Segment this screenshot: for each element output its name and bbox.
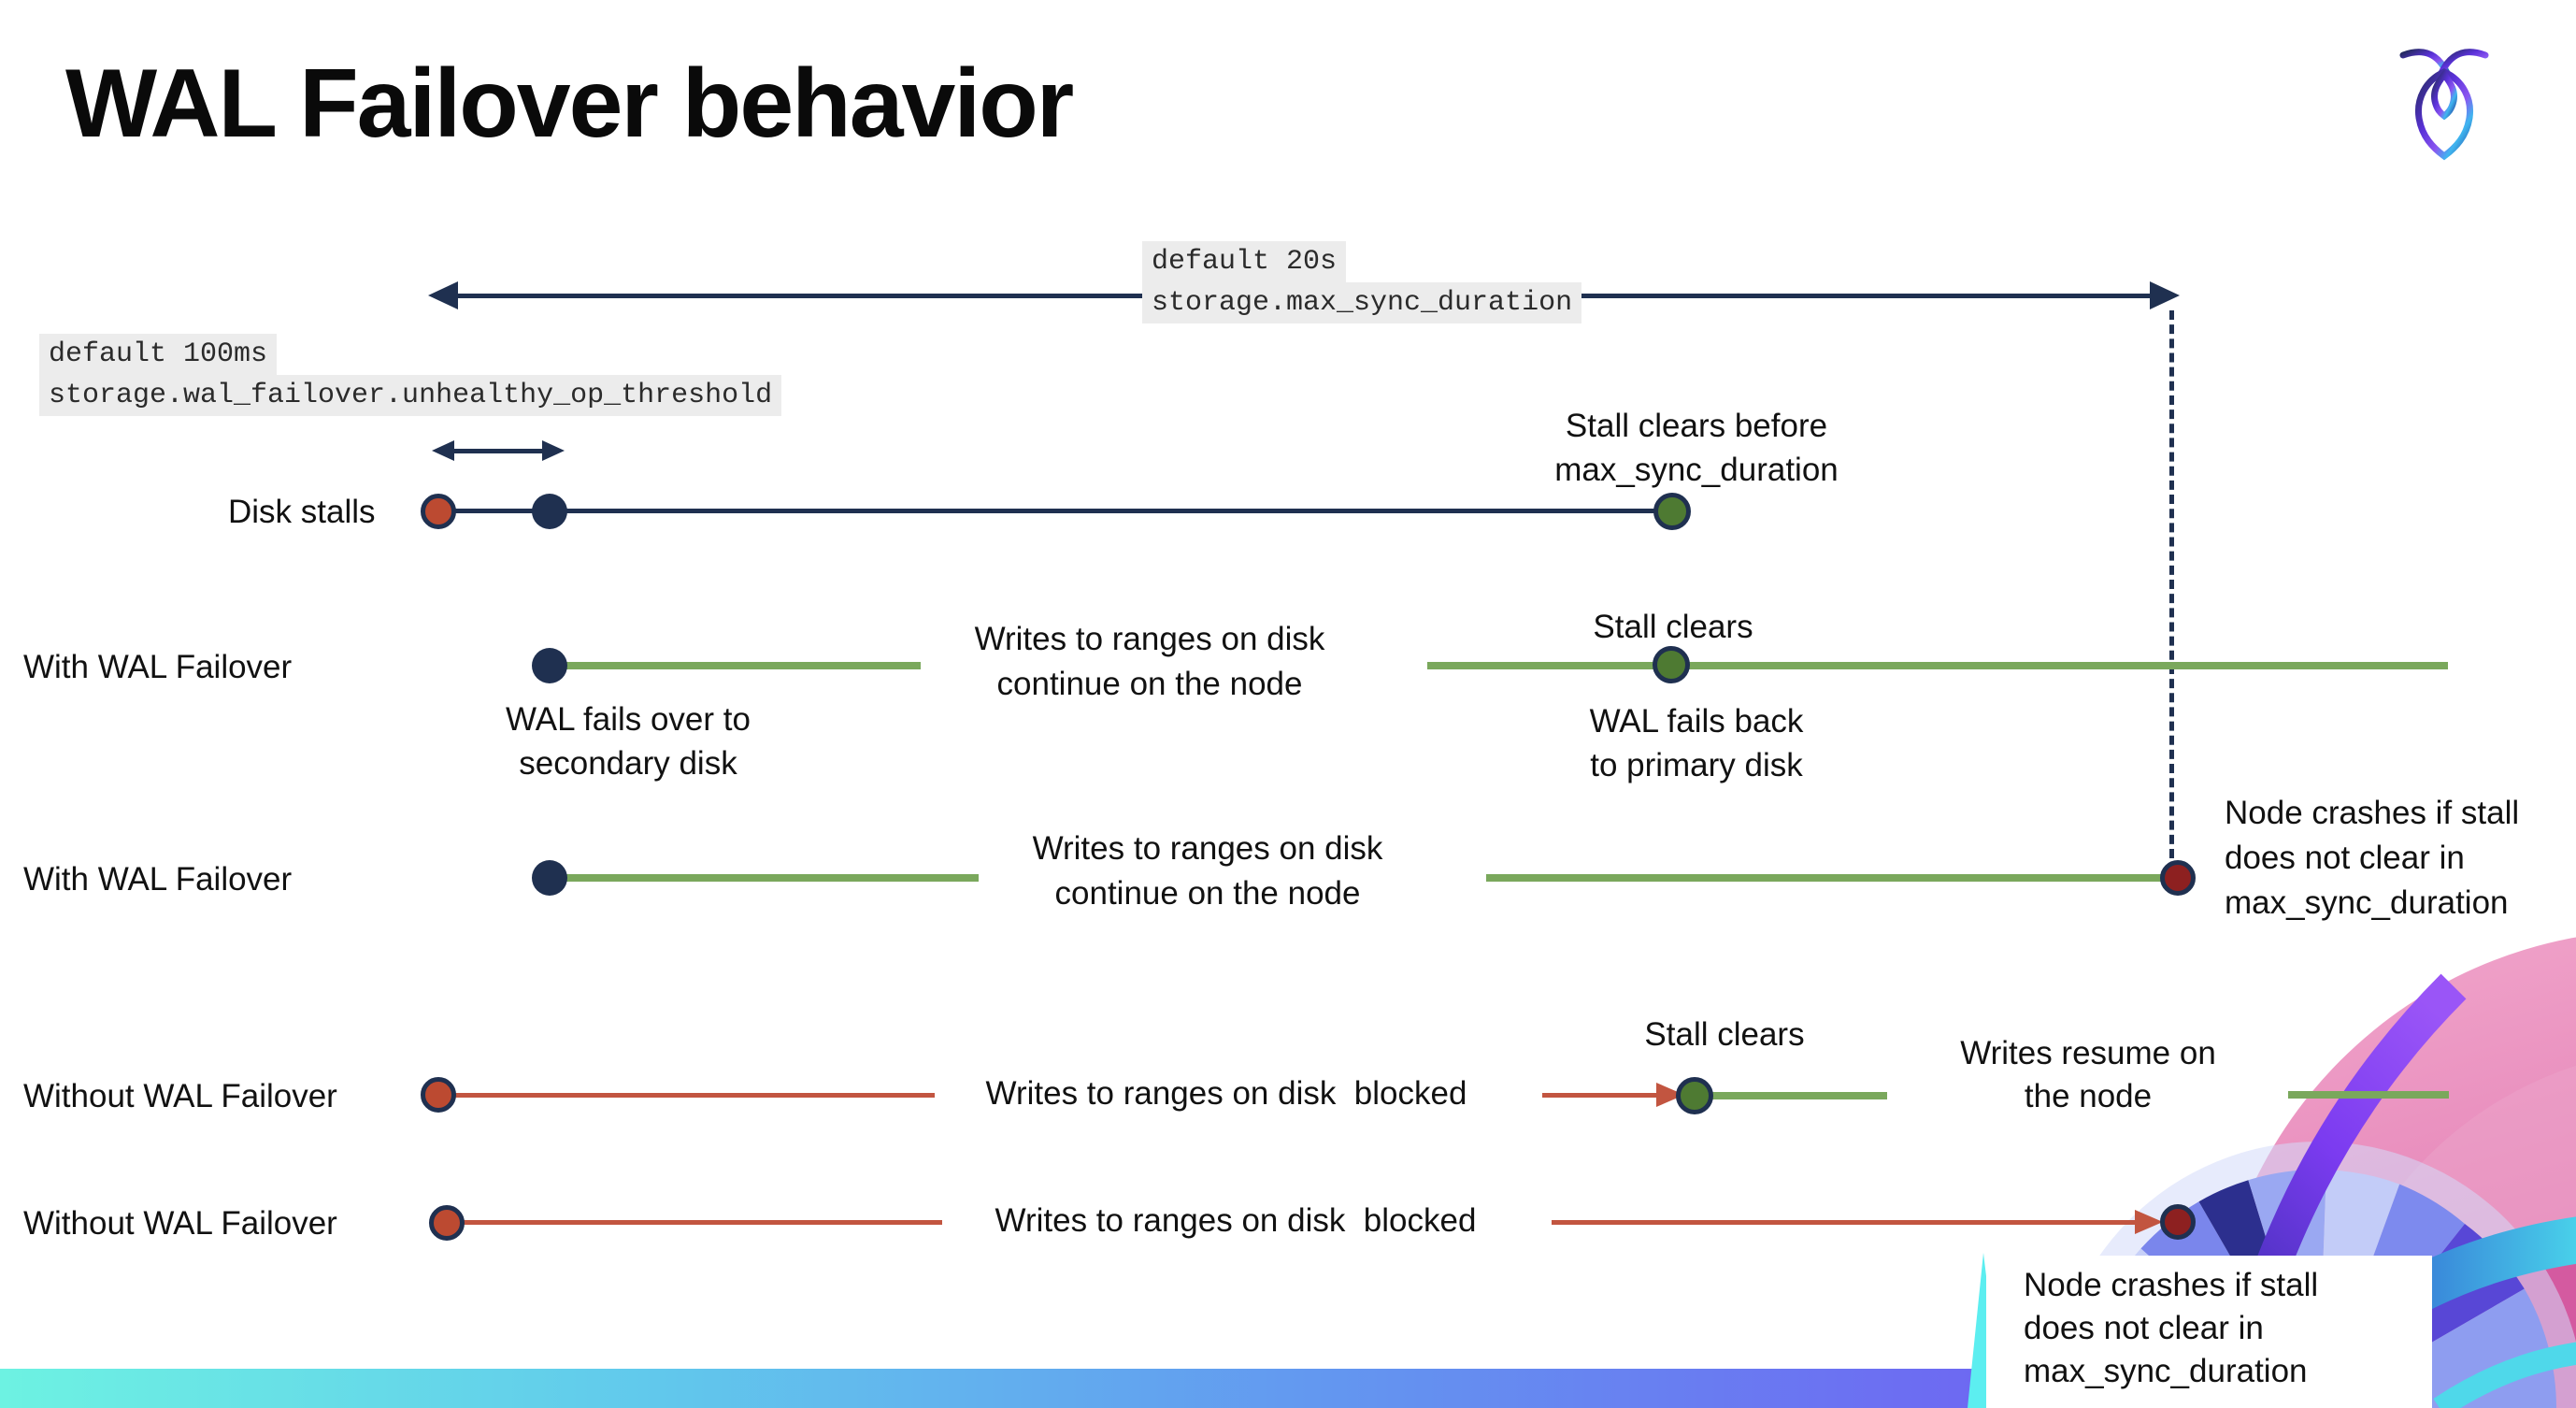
row2-green-line-b [1427,662,2448,669]
row2-green-line-a [555,662,921,669]
threshold-reached-dot [532,494,567,529]
fails-over-note: WAL fails over to secondary disk [506,701,751,782]
writes-blocked-note-row5: Writes to ranges on disk blocked [995,1202,1477,1239]
row5-red-line-b [1552,1220,2150,1225]
stall-clears-dot-row4 [1676,1077,1713,1114]
row-label-with-wal-failover-2: With WAL Failover [23,861,293,898]
stall-start-dot-row5 [429,1205,465,1241]
max-sync-arrowhead-right [2150,281,2180,309]
max-sync-arrowhead-left [428,281,458,309]
stall-clears-dot-row2 [1653,646,1690,683]
row-label-without-wal-failover-2: Without WAL Failover [23,1205,337,1242]
page-title: WAL Failover behavior [65,50,1074,158]
node-crashes-callout-box [1986,1256,2432,1408]
writes-continue-note-row3: Writes to ranges on disk continue on the… [1032,830,1383,912]
max-sync-setting-label: storage.max_sync_duration [1142,282,1582,323]
row-label-with-wal-failover-1: With WAL Failover [23,649,293,685]
row-label-disk-stalls: Disk stalls [228,494,376,530]
stall-clears-dot-row1 [1653,493,1691,530]
fails-back-note: WAL fails back to primary disk [1589,703,1804,783]
row4-green-line-a [1708,1092,1887,1099]
row5-red-arrowhead [2135,1210,2163,1234]
row-label-without-wal-failover-1: Without WAL Failover [23,1078,337,1114]
unhealthy-op-setting-label: storage.wal_failover.unhealthy_op_thresh… [39,375,782,416]
node-crash-dot-row5 [2160,1204,2196,1240]
node-crash-dot-row3 [2160,860,2196,896]
unhealthy-op-arrow-line [447,449,551,453]
row4-green-line-b [2288,1091,2449,1099]
cockroachdb-logo-icon [2399,49,2489,161]
row3-green-line-a [555,874,979,882]
failover-dot-row3 [532,860,567,896]
unhealthy-op-arrowhead-left [432,440,454,461]
row4-red-line-b [1542,1093,1671,1098]
stall-clears-note-row2: Stall clears [1593,609,1753,645]
unhealthy-op-default-label: default 100ms [39,334,278,375]
max-sync-deadline-dashed-line [2169,310,2174,858]
disk-stall-start-dot [421,494,456,529]
stall-start-dot-row4 [421,1077,456,1113]
writes-resume-note: Writes resume on the node [1960,1035,2216,1114]
stall-clears-before-note: Stall clears before max_sync_duration [1554,408,1839,488]
failover-dot-row2 [532,648,567,683]
node-crashes-note-row5: Node crashes if stall does not clear in … [2024,1267,2319,1389]
unhealthy-op-arrowhead-right [542,440,565,461]
max-sync-default-label: default 20s [1142,241,1347,282]
row3-green-line-b [1486,874,2165,882]
row4-red-line-a [449,1093,935,1098]
writes-continue-note-row2: Writes to ranges on disk continue on the… [974,621,1325,702]
row5-red-line-a [458,1220,942,1225]
stall-clears-note-row4: Stall clears [1644,1016,1805,1053]
writes-blocked-note-row4: Writes to ranges on disk blocked [985,1075,1467,1112]
node-crashes-note-row3: Node crashes if stall does not clear in … [2225,795,2520,921]
disk-stalls-timeline [438,509,1672,513]
